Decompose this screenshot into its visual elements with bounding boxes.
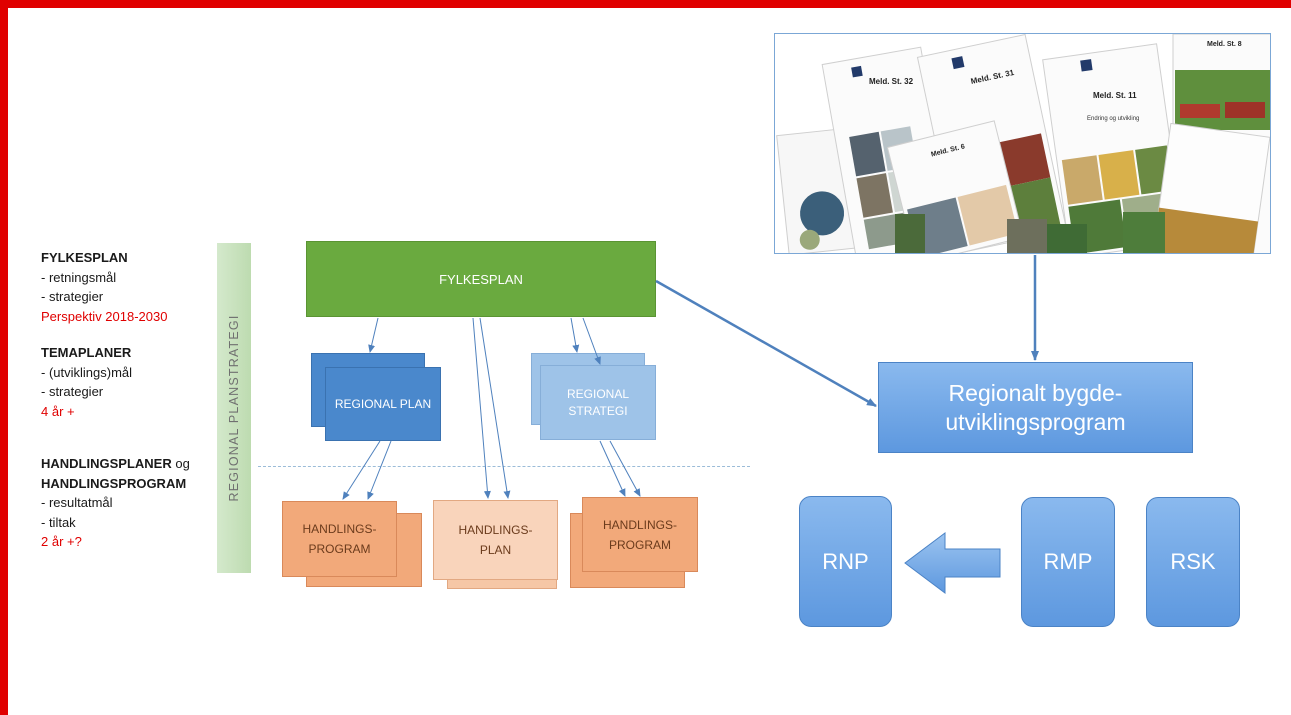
- doc4-title: Meld. St. 8: [1207, 41, 1242, 48]
- rnp-label: RNP: [822, 548, 869, 574]
- regional-plan-box: REGIONAL PLAN: [325, 367, 441, 441]
- arrow-fylkesplan-to-regional-strategi-b: [582, 317, 601, 365]
- legend-handling-period: 2 år +?: [41, 534, 82, 549]
- arrow-regional-strategi-to-handlingsprogram-b: [609, 440, 641, 497]
- legend-handling-title-line-1: HANDLINGSPLANER og: [41, 454, 221, 474]
- handlingsprogram-1-line-1: HANDLINGS-: [302, 522, 377, 536]
- rnp-box: RNP: [799, 496, 892, 627]
- handlingsprogram-1-box: HANDLINGS- PROGRAM: [282, 501, 397, 577]
- rsk-label: RSK: [1170, 549, 1216, 574]
- arrow-regional-strategi-to-handlingsprogram-a: [599, 440, 626, 497]
- rmp-label: RMP: [1043, 549, 1093, 574]
- handlingsprogram-2-line-2: PROGRAM: [608, 537, 671, 552]
- collage-photo-field: [895, 214, 925, 253]
- arrow-fylkesplan-to-rbup: [655, 279, 877, 408]
- plan-legend: FYLKESPLAN - retningsmål - strategier Pe…: [41, 248, 221, 552]
- collage-photo-hills: [1123, 212, 1165, 253]
- regional-strategi-label-line-1: REGIONAL: [566, 386, 629, 401]
- legend-handlingsprogram-title: HANDLINGSPROGRAM: [41, 475, 187, 491]
- handlingsprogram-2-box: HANDLINGS- PROGRAM: [582, 497, 698, 572]
- rbup-label-line-2: utviklingsprogram: [945, 408, 1126, 435]
- fylkesplan-box: FYLKESPLAN: [306, 241, 656, 317]
- collage-photo-village: [1007, 219, 1047, 253]
- doc1-title: Meld. St. 32: [869, 77, 914, 86]
- arrow-fylkesplan-to-regional-strategi-a: [570, 317, 580, 353]
- legend-handling-item-1: - resultatmål: [41, 495, 113, 510]
- fylkesplan-box-label: FYLKESPLAN: [439, 271, 523, 287]
- handlingsprogram-1-line-2: PROGRAM: [308, 542, 371, 556]
- white-papers-illustration: Meld. St. 32 Meld. St. 31 Meld. St. 11 E…: [776, 34, 1270, 253]
- arrow-fylkesplan-to-handlingsplan-a: [472, 317, 491, 499]
- legend-temaplaner-item-2: - strategier: [41, 384, 104, 399]
- legend-fylkesplan-period: Perspektiv 2018-2030: [41, 308, 168, 324]
- arrow-fylkesplan-to-handlingsplan-b: [479, 317, 511, 499]
- legend-fylkesplan-item-2: - strategier: [41, 289, 104, 304]
- block-arrow-rmp-to-rnp: [904, 532, 1001, 594]
- legend-temaplaner-title: TEMAPLANER: [41, 345, 132, 360]
- document-cover-left: [776, 127, 860, 253]
- handlingsplan-box: HANDLINGS- PLAN: [433, 500, 558, 580]
- legend-handling-item-2: - tiltak: [41, 514, 76, 530]
- rsk-box: RSK: [1146, 497, 1240, 627]
- legend-og-word: og: [171, 456, 190, 471]
- regional-planstrategi-band: [217, 243, 251, 573]
- legend-temaplaner-item-1: - (utviklings)mål: [41, 364, 133, 380]
- arrow-regional-plan-to-handlingsprogram-b: [367, 440, 392, 500]
- regionalt-bygdeutviklingsprogram-box: Regionalt bygde- utviklingsprogram: [878, 362, 1193, 453]
- legend-temaplaner-period: 4 år +: [41, 403, 75, 419]
- collage-photo-valley: [1047, 224, 1087, 253]
- white-papers-collage: Meld. St. 32 Meld. St. 31 Meld. St. 11 E…: [774, 33, 1271, 254]
- handlingsprogram-2-line-1: HANDLINGS-: [602, 517, 677, 532]
- handlingsplan-line-1: HANDLINGS-: [458, 523, 533, 537]
- arrow-regional-plan-to-handlingsprogram-a: [342, 440, 381, 500]
- legend-fylkesplan-item-1: - retningsmål: [41, 269, 117, 285]
- doc3-title: Meld. St. 11: [1093, 91, 1137, 100]
- rbup-label-line-1: Regionalt bygde-: [948, 379, 1123, 406]
- doc3-subtitle: Endring og utvikling: [1087, 116, 1139, 122]
- legend-handlingsplaner-title: HANDLINGSPLANER: [41, 456, 172, 471]
- rmp-box: RMP: [1021, 497, 1115, 627]
- regional-plan-label: REGIONAL PLAN: [334, 397, 432, 411]
- arrow-fylkesplan-to-regional-plan: [368, 317, 379, 353]
- document-cover-right: [1152, 122, 1270, 253]
- level-divider-line: [258, 466, 750, 467]
- regional-strategi-label-line-2: STRATEGI: [568, 403, 628, 418]
- handlingsplan-line-2: PLAN: [479, 543, 512, 557]
- legend-fylkesplan-title: FYLKESPLAN: [41, 250, 128, 265]
- regional-strategi-box: REGIONAL STRATEGI: [540, 365, 656, 440]
